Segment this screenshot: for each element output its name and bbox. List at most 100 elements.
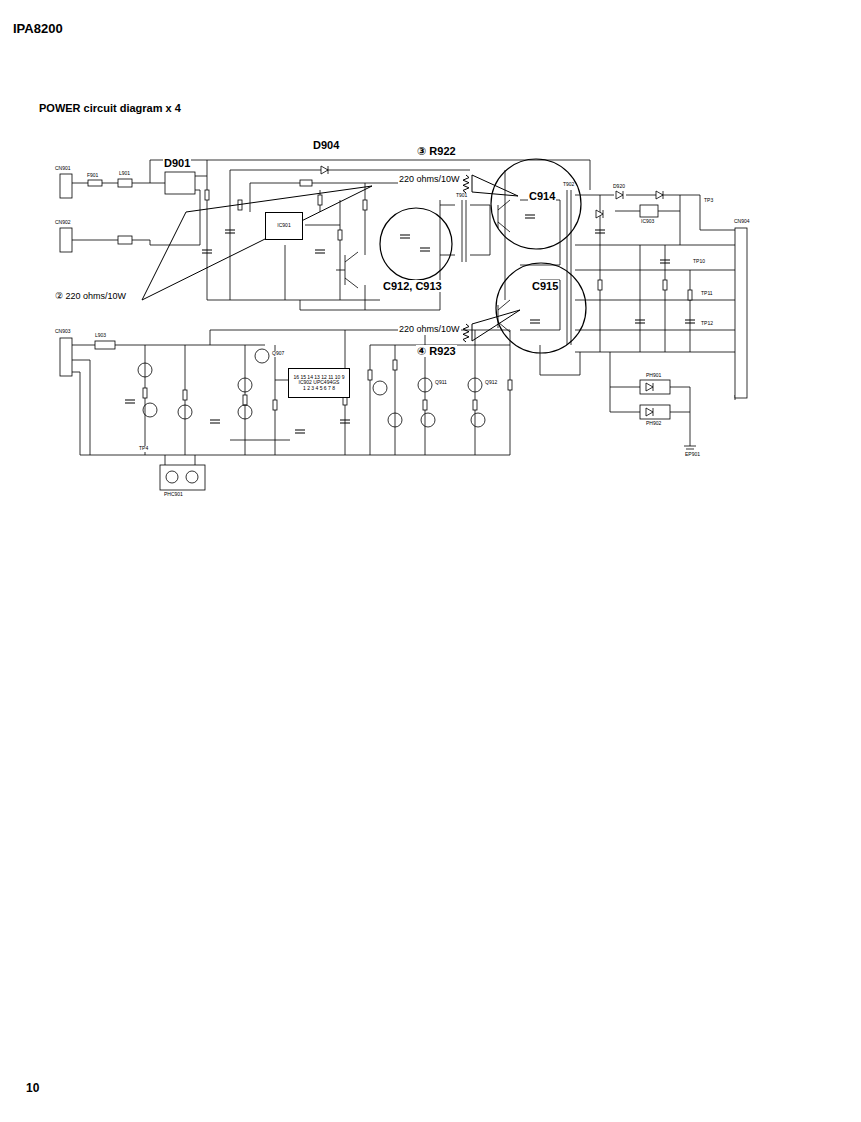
wire	[575, 245, 735, 246]
wire	[370, 345, 371, 455]
component-body	[60, 338, 72, 376]
wire	[670, 412, 690, 413]
ic-label: IC901	[277, 223, 290, 229]
wire	[132, 240, 150, 241]
wire	[72, 360, 90, 361]
wire	[195, 190, 200, 191]
callout-label: D904	[312, 139, 340, 151]
capacitor-symbol	[530, 320, 540, 323]
page-number: 10	[25, 1082, 40, 1095]
component-body	[318, 195, 322, 205]
component-body	[688, 290, 692, 300]
wire	[640, 245, 641, 352]
page-heading: POWER circuit diagram x 4	[38, 102, 182, 114]
wire	[195, 455, 196, 465]
part-label: T902	[562, 182, 575, 188]
capacitor-symbol	[210, 420, 220, 423]
wire	[680, 195, 681, 245]
diode-symbol	[596, 210, 603, 218]
capacitor-symbol	[685, 320, 695, 323]
part-label: PH902	[645, 421, 662, 427]
callout-wedge	[142, 186, 372, 300]
wire	[540, 375, 580, 376]
wire	[590, 160, 591, 190]
wire	[690, 440, 691, 446]
wire	[575, 300, 735, 301]
wire	[230, 170, 231, 300]
component-body	[60, 174, 72, 198]
wire	[340, 200, 341, 300]
transistor-symbol	[186, 471, 198, 483]
wire	[200, 190, 201, 245]
components	[60, 172, 747, 490]
component-body	[60, 228, 72, 252]
magnifier-circle	[380, 208, 452, 280]
component-body	[118, 236, 132, 244]
part-label: L901	[118, 171, 131, 177]
wire	[686, 449, 694, 450]
wire	[520, 330, 560, 331]
callout-value: ② 220 ohms/10W	[54, 292, 127, 302]
component-body	[118, 179, 132, 187]
callout-wedges	[142, 175, 520, 341]
wire	[72, 372, 80, 373]
wire	[102, 183, 118, 184]
wire	[575, 195, 614, 196]
capacitor-symbol	[315, 250, 325, 253]
component-body	[735, 228, 747, 398]
transistor-symbol	[143, 403, 157, 417]
part-label: TP10	[692, 259, 706, 265]
component-body	[363, 200, 367, 210]
part-label: EP901	[684, 452, 701, 458]
capacitor-symbol	[400, 235, 410, 238]
wire	[475, 330, 476, 455]
component-body	[368, 370, 372, 380]
wire	[365, 285, 366, 310]
capacitor-symbol	[525, 215, 535, 218]
component-body	[393, 360, 397, 370]
part-label: TP11	[700, 291, 714, 297]
capacitor-symbol	[420, 248, 430, 251]
transistor-symbol	[178, 405, 192, 419]
component-body	[183, 390, 187, 400]
wire	[470, 205, 490, 206]
wire	[610, 412, 640, 413]
part-label: IC903	[640, 219, 655, 225]
part-label: TP4	[138, 446, 149, 452]
wire	[300, 310, 440, 311]
page-header: IPA8200	[12, 22, 64, 36]
part-label: L903	[94, 333, 107, 339]
part-label: CN903	[54, 329, 72, 335]
ic-box: IC901	[265, 212, 303, 240]
component-body	[640, 205, 658, 217]
wire	[615, 211, 640, 212]
magnified-detail: C912, C913	[378, 206, 458, 298]
capacitor-symbol	[202, 250, 212, 253]
diodes	[321, 166, 663, 416]
wire	[658, 211, 680, 212]
callout-label: C912, C913	[382, 280, 443, 292]
wire	[610, 387, 640, 388]
magnifier-circle	[496, 263, 586, 353]
callout-label: ③ R922	[416, 145, 457, 157]
part-label: Q907	[271, 351, 285, 357]
wire	[72, 240, 118, 241]
wire	[300, 300, 301, 310]
wire	[498, 300, 510, 310]
wire	[230, 170, 470, 171]
wire	[345, 252, 358, 262]
wire	[440, 205, 455, 206]
wire	[115, 345, 265, 346]
wire	[580, 352, 581, 375]
wire	[684, 446, 696, 447]
wire	[250, 183, 251, 212]
capacitor-symbol	[595, 230, 605, 233]
wire	[575, 352, 735, 353]
capacitor-symbol	[340, 420, 350, 423]
callout-label: C915	[531, 280, 559, 292]
component-body	[338, 230, 342, 240]
wire	[610, 352, 611, 412]
wire	[230, 440, 290, 441]
part-label: PHC901	[163, 492, 184, 498]
